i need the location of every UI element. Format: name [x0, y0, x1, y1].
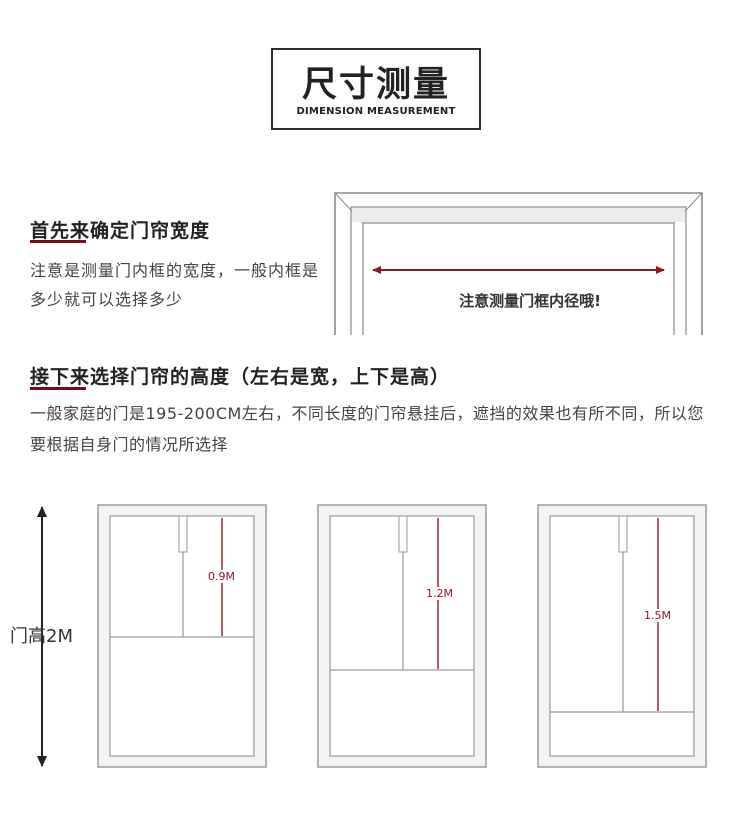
door-option-3 — [537, 504, 707, 768]
height-section-description: 一般家庭的门是195-200CM左右，不同长度的门帘悬挂后，遮挡的效果也有所不同… — [30, 404, 704, 454]
height-section-heading: 接下来选择门帘的高度（左右是宽，上下是高） — [30, 366, 451, 388]
curtain-length-label: 0.9M — [207, 570, 236, 583]
door-option-1 — [97, 504, 267, 768]
page-subtitle: DIMENSION MEASUREMENT — [296, 106, 456, 117]
door-height-label: 门高2M — [10, 626, 73, 647]
inner-width-note: 注意测量门框内径哦! — [459, 292, 601, 310]
curtain-length-label: 1.5M — [643, 609, 672, 622]
width-section-heading: 首先来确定门帘宽度 — [30, 220, 211, 242]
heading-underline — [30, 240, 86, 243]
door-frame-diagram — [334, 192, 703, 335]
curtain-length-label: 1.2M — [425, 587, 454, 600]
page-title: 尺寸测量 — [301, 65, 450, 105]
width-section-description: 注意是测量门内框的宽度，一般内框是多少就可以选择多少 — [30, 261, 320, 309]
title-box: 尺寸测量 DIMENSION MEASUREMENT — [271, 48, 481, 130]
heading-underline — [30, 387, 86, 390]
door-option-2 — [317, 504, 487, 768]
